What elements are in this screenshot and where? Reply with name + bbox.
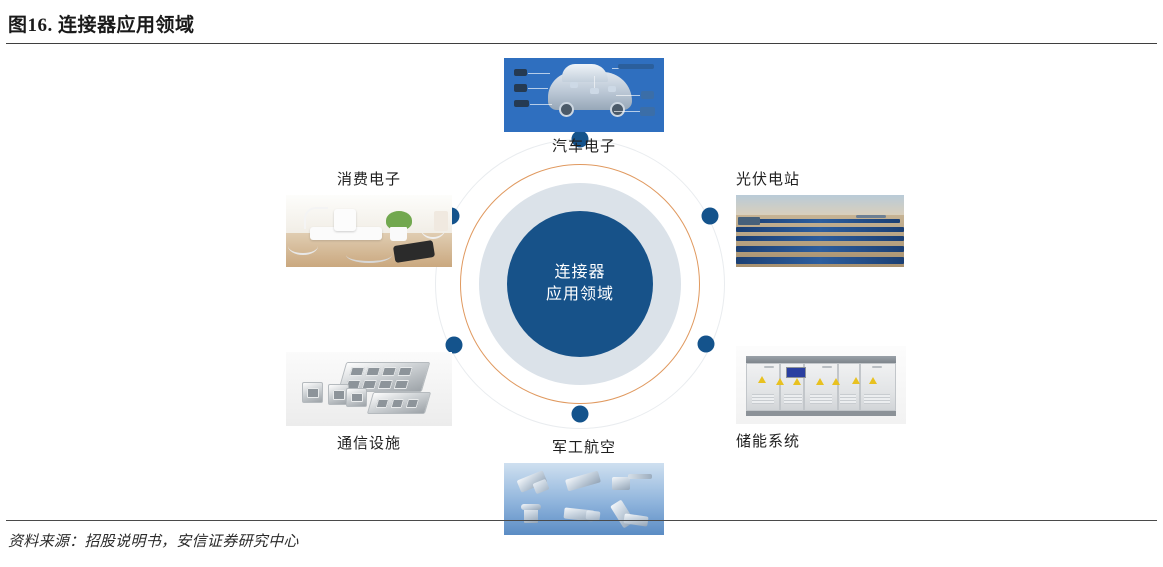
page-title: 图16. 连接器应用领域 <box>8 15 195 36</box>
communication-thumbnail <box>286 352 452 426</box>
diagram-canvas: 连接器 应用领域 <box>0 46 1163 535</box>
node-dot-pv[interactable] <box>701 207 719 225</box>
title-divider <box>6 43 1157 44</box>
military-label: 军工航空 <box>551 440 616 456</box>
node-dot-military[interactable] <box>571 405 589 423</box>
consumer-thumbnail <box>286 195 452 267</box>
pv-thumbnail <box>736 195 904 267</box>
category-communication[interactable]: 通信设施 <box>286 352 452 454</box>
node-dot-storage[interactable] <box>697 335 715 353</box>
storage-thumbnail <box>736 346 906 424</box>
consumer-label: 消费电子 <box>336 172 401 188</box>
center-core-circle: 连接器 应用领域 <box>507 211 653 357</box>
orange-ring <box>460 164 700 404</box>
storage-label: 储能系统 <box>736 434 801 450</box>
category-consumer[interactable]: 消费电子 <box>286 170 452 267</box>
category-automotive[interactable]: 汽车电子 <box>504 58 664 157</box>
category-storage[interactable]: 储能系统 <box>736 346 906 452</box>
automotive-label: 汽车电子 <box>551 139 616 155</box>
category-military[interactable]: 军工航空 <box>504 438 664 535</box>
footer-divider <box>6 520 1157 521</box>
communication-label: 通信设施 <box>336 436 401 452</box>
node-dot-automotive[interactable] <box>571 130 589 148</box>
military-thumbnail <box>504 463 664 535</box>
center-label-line2: 应用领域 <box>545 286 614 303</box>
center-label: 连接器 应用领域 <box>507 262 653 306</box>
category-pv[interactable]: 光伏电站 <box>736 170 904 267</box>
center-label-line1: 连接器 <box>554 264 606 281</box>
node-dot-communication[interactable] <box>445 336 463 354</box>
source-note: 资料来源：招股说明书，安信证券研究中心 <box>8 534 299 550</box>
pv-label: 光伏电站 <box>736 172 801 188</box>
automotive-thumbnail <box>504 58 664 132</box>
